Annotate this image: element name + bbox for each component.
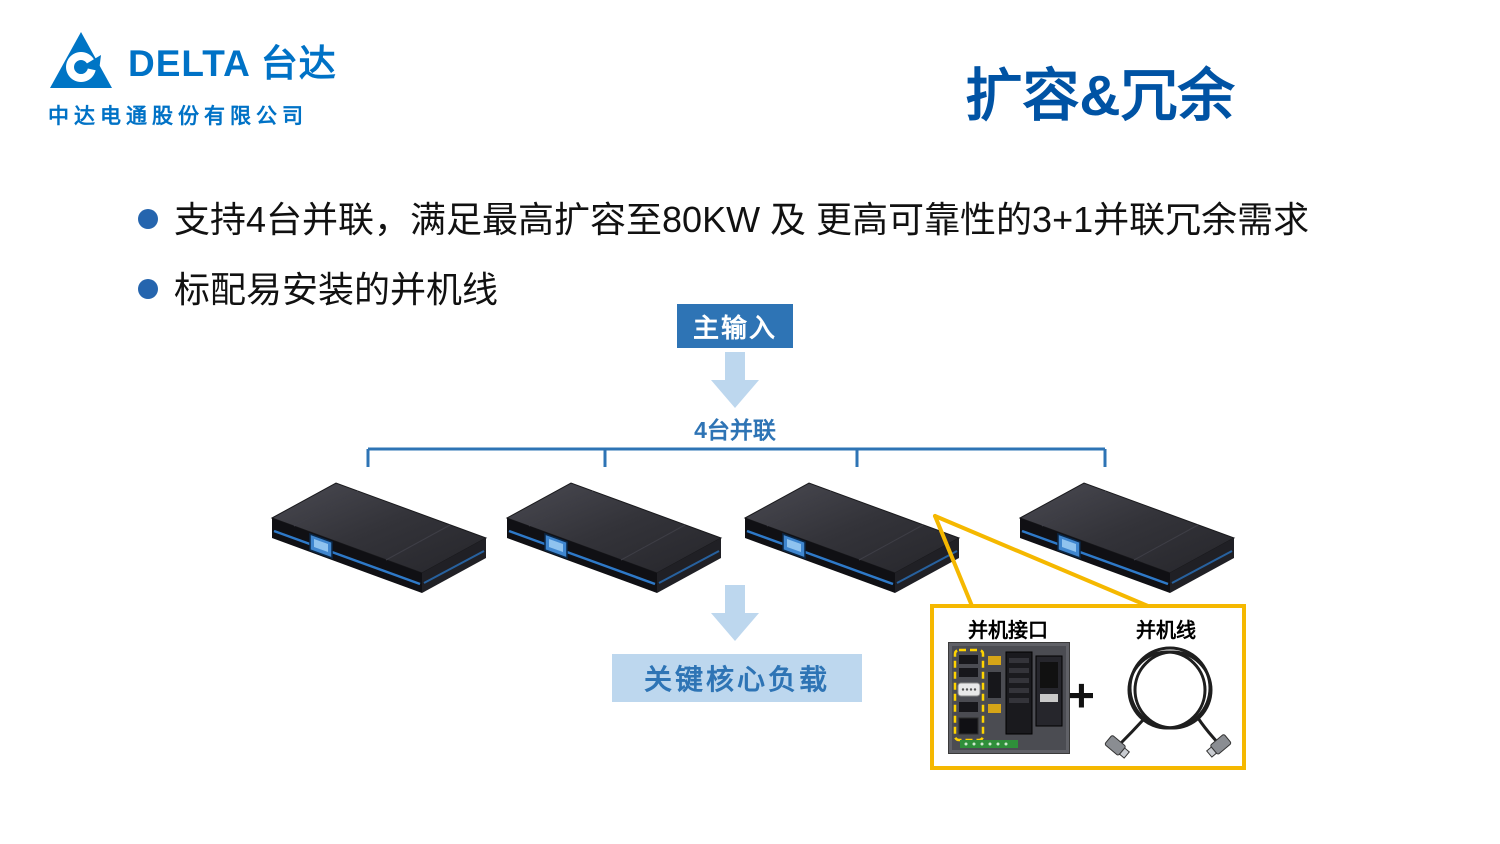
parallel-count-label: 4台并联 (694, 417, 776, 443)
bullet-dot (138, 279, 158, 299)
ups-unit (503, 480, 725, 595)
bullet-text: 支持4台并联，满足最高扩容至80KW 及 更高可靠性的3+1并联冗余需求 (174, 199, 1310, 240)
cable-label: 并机线 (1136, 620, 1196, 642)
bullet-item: 支持4台并联，满足最高扩容至80KW 及 更高可靠性的3+1并联冗余需求 (138, 198, 1458, 241)
ups-unit (268, 480, 490, 595)
brand-logo: DELTA 台达 (48, 30, 337, 90)
parallel-bracket (366, 447, 1107, 467)
down-arrow-icon (711, 352, 759, 408)
plus-sign: + (1068, 669, 1095, 721)
bullet-item: 标配易安装的并机线 (138, 268, 1038, 311)
down-arrow-icon (711, 585, 759, 641)
callout-lines (933, 514, 1150, 608)
delta-logo-icon (50, 32, 112, 88)
page-title: 扩容&冗余 (965, 64, 1235, 128)
callout-box: 并机接口 并机线 (930, 604, 1246, 770)
load-box: 关键核心负载 (612, 654, 862, 702)
company-name: 中达电通股份有限公司 (48, 105, 308, 128)
bullet-dot (138, 209, 158, 229)
parallel-cable-image (1104, 646, 1232, 759)
bullet-text: 标配易安装的并机线 (174, 269, 499, 310)
parallel-port-image (948, 642, 1070, 754)
brand-text: DELTA 台达 (128, 43, 337, 84)
main-input-box: 主输入 (677, 304, 793, 348)
interface-label: 并机接口 (968, 620, 1048, 642)
